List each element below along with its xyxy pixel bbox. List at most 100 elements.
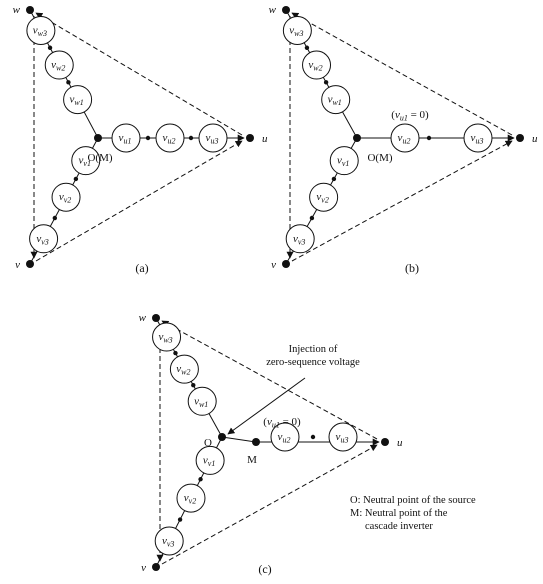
node-w2-label: vw2 [308, 59, 322, 73]
node-v1-label: vv1 [337, 155, 349, 169]
dashed-edge-vu [291, 140, 513, 262]
m-label: M [247, 454, 257, 466]
vertex-v-dot [152, 563, 160, 571]
center-dot [353, 134, 361, 142]
node-u2-circle [270, 422, 300, 452]
node-u2-label: vu2 [278, 431, 291, 445]
vertex-u-dot [381, 438, 389, 446]
vertex-w-dot [26, 6, 34, 14]
node-u3-circle [328, 422, 358, 452]
joint-v-1 [331, 176, 337, 182]
node-v1-circle [71, 146, 101, 176]
vertex-u-dot [246, 134, 254, 142]
node-v3-circle [285, 224, 315, 254]
vertex-w-dot [152, 314, 160, 322]
node-w1-circle [321, 85, 351, 115]
joint-u-2 [188, 135, 194, 141]
joint-u-1 [310, 434, 316, 440]
vertex-w-dot [282, 6, 290, 14]
dashed-edge-uw [161, 320, 378, 440]
node-w1-circle [63, 85, 93, 115]
node-u1-label: vu1 [119, 132, 132, 146]
o-m-link [221, 436, 257, 443]
joint-w-1 [323, 80, 329, 85]
node-v1-label: vv1 [79, 155, 91, 169]
node-v2-circle [176, 483, 206, 513]
node-v2-label: vv2 [316, 191, 328, 205]
node-v3-label: vv3 [36, 233, 48, 247]
caption: (c) [258, 562, 271, 576]
node-u3-circle [463, 123, 493, 153]
node-w3-circle [26, 15, 56, 45]
node-w2-label: vw2 [51, 59, 65, 73]
node-v2-circle [51, 182, 81, 212]
vertex-u-label: u [262, 133, 268, 145]
caption: (b) [405, 261, 419, 275]
node-w1-label: vw1 [194, 395, 208, 409]
joint-v-2 [309, 215, 315, 221]
joint-v-1 [73, 176, 79, 182]
joint-v-1 [198, 477, 203, 482]
node-v3-label: vv3 [293, 233, 305, 247]
node-v2-label: vv2 [184, 492, 196, 506]
node-u3-circle [198, 123, 228, 153]
m-dot [252, 438, 260, 446]
node-v2-circle [309, 182, 339, 212]
vertex-v-dot [26, 260, 34, 268]
center-label: O(M) [87, 152, 112, 164]
node-v1-label: vv1 [203, 454, 215, 468]
node-w3-circle [282, 15, 312, 45]
center-label: O [204, 437, 212, 449]
node-u1-circle [111, 123, 141, 153]
dashed-edge-vu [161, 444, 378, 565]
joint-w-2 [173, 350, 178, 356]
vertex-u-label: u [397, 437, 403, 449]
node-w2-circle [44, 50, 74, 80]
joint-v-2 [52, 215, 58, 221]
node-u3-label: vu3 [206, 132, 219, 146]
node-v3-circle [29, 224, 59, 254]
node-u2-label: vu2 [163, 132, 176, 146]
node-w2-circle [169, 354, 199, 384]
node-u3-label: vu3 [471, 132, 484, 146]
center-label: O(M) [367, 152, 392, 164]
center-dot [94, 134, 102, 142]
vertex-v-label: v [271, 259, 276, 271]
u1-zero-label: (vu1 = 0) [263, 416, 301, 430]
node-u2-label: vu2 [398, 132, 411, 146]
node-w3-label: vw3 [158, 331, 172, 345]
joint-w-1 [191, 383, 196, 388]
node-u2-circle [390, 123, 420, 153]
node-w2-circle [302, 50, 332, 80]
vertex-v-label: v [141, 562, 146, 574]
node-w3-label: vw3 [289, 24, 303, 38]
joint-u-1 [426, 135, 432, 141]
vertex-u-dot [516, 134, 524, 142]
vertex-w-label: w [269, 4, 277, 16]
node-w3-circle [152, 322, 182, 352]
injection-arrow [227, 377, 306, 435]
node-v3-circle [154, 526, 184, 556]
node-w1-circle [187, 386, 217, 416]
caption: (a) [135, 261, 148, 275]
vertex-v-dot [282, 260, 290, 268]
u1-zero-label: (vu1 = 0) [391, 109, 429, 123]
node-w2-label: vw2 [176, 363, 190, 377]
node-v1-circle [329, 146, 359, 176]
vertex-v-label: v [15, 259, 20, 271]
node-w3-label: vw3 [33, 24, 47, 38]
joint-w-1 [66, 80, 71, 85]
node-u3-label: vu3 [336, 431, 349, 445]
joint-v-2 [177, 517, 183, 522]
node-v2-label: vv2 [59, 191, 71, 205]
node-v1-circle [195, 445, 225, 475]
node-v3-label: vv3 [162, 535, 174, 549]
vertex-w-label: w [13, 4, 21, 16]
joint-w-2 [47, 45, 53, 50]
vertex-w-label: w [139, 312, 147, 324]
